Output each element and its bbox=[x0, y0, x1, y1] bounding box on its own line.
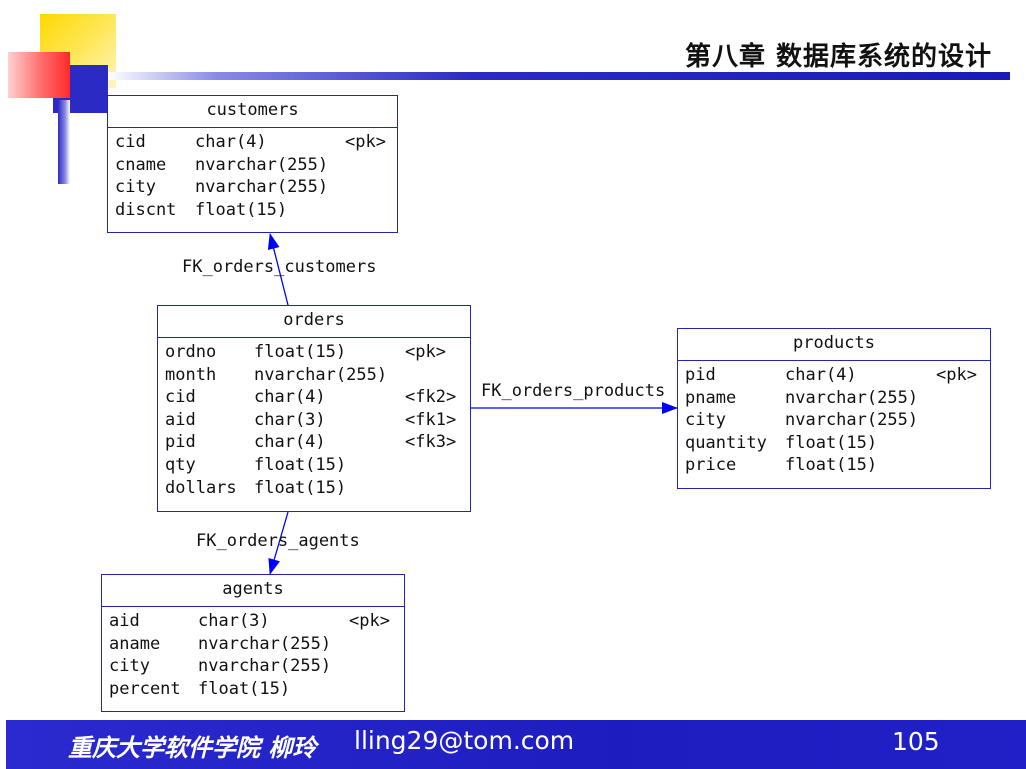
slide-title: 第八章 数据库系统的设计 bbox=[684, 42, 992, 72]
attr-name: quantity bbox=[685, 432, 767, 453]
attr-name: dollars bbox=[165, 477, 237, 498]
attr-row: city nvarchar(255) bbox=[115, 176, 397, 199]
attr-name: cid bbox=[115, 132, 146, 152]
attr-key: <pk> bbox=[349, 611, 390, 631]
footer-email: lling29@tom.com bbox=[354, 726, 575, 755]
entity-customers-name: customers bbox=[108, 96, 397, 128]
footer-school: 重庆大学软件学院 柳玲 bbox=[68, 733, 317, 762]
attr-name: month bbox=[165, 364, 217, 385]
fk-orders-agents-line[interactable] bbox=[268, 511, 289, 575]
attr-row: quantity float(15) bbox=[685, 432, 990, 455]
attr-key: <fk1> bbox=[405, 409, 457, 430]
attr-type: nvarchar(255) bbox=[195, 177, 329, 198]
attr-row: city nvarchar(255) bbox=[685, 409, 990, 432]
attr-type: char(4) bbox=[254, 432, 326, 453]
attr-name: city bbox=[685, 410, 726, 431]
attr-type: char(4) bbox=[195, 132, 267, 152]
attr-name: aname bbox=[109, 633, 161, 654]
entity-agents-name: agents bbox=[102, 575, 404, 607]
attr-type: char(4) bbox=[254, 387, 326, 408]
attr-name: city bbox=[109, 656, 150, 677]
attr-type: float(15) bbox=[195, 199, 288, 220]
attr-name: cid bbox=[165, 387, 196, 408]
attr-row: cid char(4) <pk> bbox=[115, 131, 397, 154]
attr-row: percent float(15) bbox=[109, 678, 404, 701]
attr-name: pid bbox=[165, 432, 196, 453]
attr-name: pname bbox=[685, 387, 737, 408]
attr-row: discnt float(15) bbox=[115, 199, 397, 222]
attr-name: qty bbox=[165, 454, 196, 475]
attr-key: <pk> bbox=[405, 342, 446, 362]
attr-row: aid char(3) <pk> bbox=[109, 610, 404, 633]
attr-type: nvarchar(255) bbox=[254, 364, 388, 385]
deco-red-square bbox=[8, 52, 70, 98]
attr-name: percent bbox=[109, 678, 181, 699]
attr-row: cname nvarchar(255) bbox=[115, 154, 397, 177]
attr-row: aname nvarchar(255) bbox=[109, 633, 404, 656]
attr-row: month nvarchar(255) bbox=[165, 364, 470, 387]
entity-products-name: products bbox=[678, 329, 990, 361]
attr-type: nvarchar(255) bbox=[198, 633, 332, 654]
entity-customers[interactable]: customers cid char(4) <pk> cname nvarchar(2… bbox=[107, 95, 398, 233]
attr-name: ordno bbox=[165, 342, 217, 362]
attr-type: nvarchar(255) bbox=[785, 410, 919, 431]
attr-type: nvarchar(255) bbox=[198, 656, 332, 677]
fk-orders-customers-label: FK_orders_customers bbox=[182, 257, 377, 277]
entity-orders-name: orders bbox=[158, 306, 470, 338]
attr-row: cid char(4) <fk2> bbox=[165, 386, 470, 409]
attr-type: char(3) bbox=[254, 409, 326, 430]
attr-row: pname nvarchar(255) bbox=[685, 387, 990, 410]
attr-type: float(15) bbox=[254, 477, 347, 498]
attr-name: price bbox=[685, 455, 737, 476]
attr-row: pid char(4) <fk3> bbox=[165, 431, 470, 454]
deco-title-underline bbox=[108, 72, 1010, 80]
attr-name: discnt bbox=[115, 199, 177, 220]
attr-name: cname bbox=[115, 154, 167, 175]
attr-type: char(4) bbox=[785, 365, 857, 385]
deco-vertical-bar bbox=[58, 100, 70, 184]
attr-type: nvarchar(255) bbox=[195, 154, 329, 175]
attr-name: aid bbox=[109, 611, 140, 631]
attr-name: city bbox=[115, 177, 156, 198]
attr-row: dollars float(15) bbox=[165, 477, 470, 500]
attr-type: float(15) bbox=[254, 454, 347, 475]
fk-orders-products-label: FK_orders_products bbox=[481, 381, 666, 401]
entity-products[interactable]: products pid char(4) <pk> pname nvarchar(25… bbox=[677, 328, 991, 489]
fk-orders-agents-label: FK_orders_agents bbox=[196, 531, 360, 551]
attr-type: nvarchar(255) bbox=[785, 387, 919, 408]
attr-key: <pk> bbox=[936, 365, 977, 385]
attr-key: <pk> bbox=[345, 132, 386, 152]
attr-row: qty float(15) bbox=[165, 454, 470, 477]
attr-row: pid char(4) <pk> bbox=[685, 364, 990, 387]
attr-row: price float(15) bbox=[685, 454, 990, 477]
footer-bar: 重庆大学软件学院 柳玲 lling29@tom.com 105 bbox=[6, 720, 1026, 769]
fk-orders-customers-line[interactable] bbox=[267, 233, 289, 306]
attr-row: aid char(3) <fk1> bbox=[165, 409, 470, 432]
attr-key: <fk3> bbox=[405, 432, 457, 453]
attr-type: char(3) bbox=[198, 611, 270, 631]
page-number: 105 bbox=[892, 727, 940, 756]
attr-type: float(15) bbox=[198, 678, 291, 699]
attr-type: float(15) bbox=[785, 455, 878, 476]
attr-type: float(15) bbox=[785, 432, 878, 453]
entity-orders[interactable]: orders ordno float(15) <pk> month nvarchar(… bbox=[157, 305, 471, 512]
entity-agents[interactable]: agents aid char(3) <pk> aname nvarchar(255)… bbox=[101, 574, 405, 712]
attr-type: float(15) bbox=[254, 342, 347, 362]
attr-name: pid bbox=[685, 365, 716, 385]
attr-row: city nvarchar(255) bbox=[109, 655, 404, 678]
attr-row: ordno float(15) <pk> bbox=[165, 341, 470, 364]
attr-name: aid bbox=[165, 409, 196, 430]
attr-key: <fk2> bbox=[405, 387, 457, 408]
